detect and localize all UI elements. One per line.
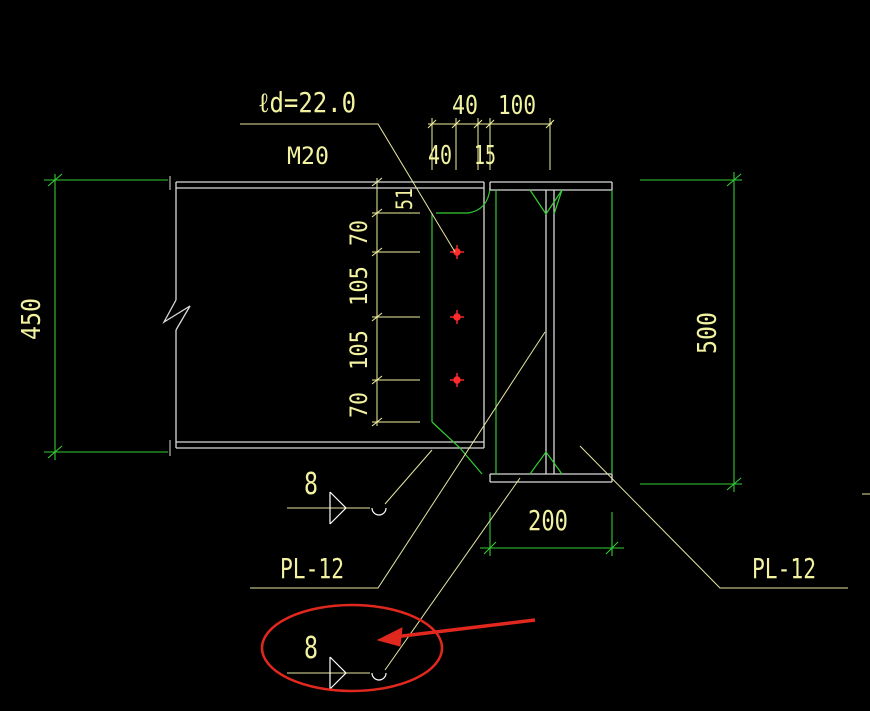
column-width-label: 200 (528, 504, 568, 537)
top-dimension-chain (427, 118, 555, 170)
plate-label-right: PL-12 (752, 552, 816, 585)
annotation-arrow-shaft (393, 618, 536, 639)
dim-row-70-bottom: 70 (345, 392, 373, 418)
dim-sub-15: 15 (474, 141, 496, 171)
anchorage-length-label: ℓd=22.0 (258, 86, 356, 119)
dim-row-70-top: 70 (345, 220, 373, 246)
bolts (450, 245, 464, 387)
column (489, 181, 613, 483)
dim-top-40: 40 (452, 91, 478, 121)
overall-dimensions (44, 172, 742, 556)
red-annotation (260, 603, 536, 693)
weld-symbol-lower (329, 656, 387, 690)
weld-size-lower: 8 (304, 631, 318, 666)
highlight-ellipse (260, 603, 444, 693)
column-depth-label: 500 (693, 312, 723, 354)
shear-plate (431, 187, 491, 475)
bolt-dimension-chain (371, 177, 420, 427)
stiffeners (495, 189, 613, 475)
dim-first-51: 51 (393, 188, 418, 210)
dim-sub-40: 40 (428, 141, 452, 171)
beam-depth-label: 450 (17, 298, 47, 340)
beam (162, 176, 485, 456)
weld-symbol-upper (329, 491, 387, 525)
plate-label-left: PL-12 (280, 552, 344, 585)
weld-size-upper: 8 (304, 467, 318, 502)
annotation-arrowhead (376, 627, 403, 647)
dim-top-100: 100 (498, 91, 536, 121)
dim-row-105-b: 105 (345, 330, 373, 370)
leader-lines (240, 123, 870, 674)
bolt-size-label: M20 (287, 142, 329, 170)
dim-row-105-a: 105 (345, 266, 373, 306)
